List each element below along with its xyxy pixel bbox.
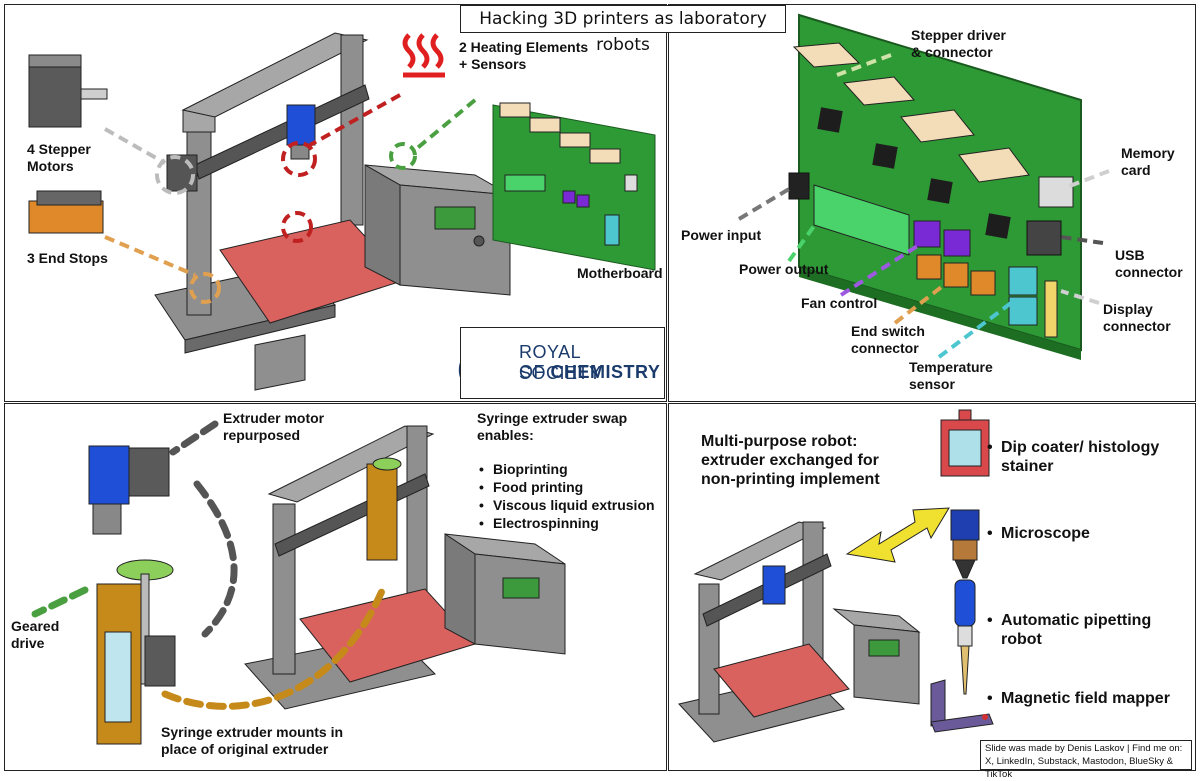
list-item: Viscous liquid extrusion (479, 496, 655, 514)
microscope-icon (950, 509, 980, 579)
label-display-connector: Display connector (1103, 301, 1171, 334)
usb-port (1026, 220, 1062, 256)
list-item: Food printing (479, 478, 655, 496)
multipurpose-illustration (678, 409, 994, 743)
stepper-driver-connectors (792, 42, 1030, 183)
label-dip-coater: Dip coater/ histology stainer (1001, 439, 1160, 475)
label-heating-elements: 2 Heating Elements + Sensors (459, 39, 589, 72)
driver-chips (817, 107, 1011, 239)
end-switch-connectors (916, 254, 996, 296)
pipette-icon (954, 579, 976, 695)
label-microscope: Microscope (1001, 525, 1090, 542)
double-arrow-icon (845, 507, 950, 563)
bullet: • (987, 612, 993, 629)
bullet: • (987, 690, 993, 707)
swap-applications-list: Bioprinting Food printing Viscous liquid… (479, 460, 655, 532)
fan-connectors (913, 220, 971, 257)
list-item: Electrospinning (479, 514, 655, 532)
label-temperature-sensor: Temperature sensor (909, 359, 993, 392)
slide-title: Hacking 3D printers as laboratory robots (460, 5, 786, 55)
syringe-extruder-image (96, 559, 176, 745)
extruder-motor-image (88, 445, 170, 535)
panel-motherboard-detail: Stepper driver & connector Memory card P… (668, 4, 1196, 402)
credit-box: Slide was made by Denis Laskov | Find me… (980, 740, 1192, 780)
rsc-logo-line2: OF CHEMISTRY (519, 362, 661, 382)
label-motherboard: Motherboard (577, 265, 663, 281)
display-connector (1044, 280, 1058, 338)
syringe-extruder-illustration (31, 420, 566, 745)
label-stepper-driver: Stepper driver & connector (911, 27, 1006, 60)
power-input-jack (788, 172, 810, 200)
label-power-input: Power input (681, 227, 762, 243)
end-stop-icon (28, 190, 104, 234)
bullet: • (987, 525, 993, 542)
label-end-stops: 3 End Stops (27, 250, 108, 266)
label-pipetting-robot: Automatic pipetting robot (1001, 612, 1152, 648)
label-stepper-motors: 4 Stepper Motors (27, 141, 91, 174)
label-swap-heading: Syringe extruder swap enables: (477, 410, 628, 443)
motherboard-illustration (737, 13, 1110, 360)
label-multipurpose-robot: Multi-purpose robot: extruder exchanged … (701, 433, 880, 488)
rsc-logo-line1: ROYAL SOCIETY (519, 342, 602, 383)
label-fan-control: Fan control (801, 295, 878, 311)
label-extruder-motor: Extruder motor repurposed (223, 410, 325, 443)
label-power-output: Power output (739, 261, 829, 277)
memory-card-slot (1038, 176, 1074, 208)
power-output-block (813, 184, 910, 256)
temperature-connectors (1008, 266, 1038, 326)
printer-illustration (28, 32, 656, 395)
rsc-logo: ROYAL SOCIETY OF CHEMISTRY (460, 327, 665, 399)
list-item: Bioprinting (479, 460, 655, 478)
printer-frame (154, 32, 370, 391)
dip-coater-icon (940, 409, 990, 477)
control-box-3 (832, 608, 921, 705)
stepper-motor-icon (28, 54, 108, 128)
magnetic-mapper-icon (930, 679, 994, 733)
label-memory-card: Memory card (1121, 145, 1175, 178)
motherboard-image (492, 102, 656, 271)
extruder (286, 104, 316, 160)
panel-syringe-extruder: Extruder motor repurposed Syringe extrud… (4, 403, 667, 771)
label-end-switch-connector: End switch connector (851, 323, 925, 356)
panel-printer-components: 2 Heating Elements + Sensors 4 Stepper M… (4, 4, 667, 402)
bullet: • (987, 439, 993, 456)
label-magnetic-mapper: Magnetic field mapper (1001, 690, 1170, 707)
label-geared-drive: Geared drive (11, 618, 60, 651)
control-box (364, 164, 511, 296)
panel-multipurpose-robot: Multi-purpose robot: extruder exchanged … (668, 403, 1196, 771)
label-usb-connector: USB connector (1115, 247, 1183, 280)
control-box-2 (444, 533, 566, 655)
label-syringe-mounts: Syringe extruder mounts in place of orig… (161, 724, 344, 757)
print-bed-3 (713, 643, 850, 718)
heating-icon (402, 33, 445, 78)
